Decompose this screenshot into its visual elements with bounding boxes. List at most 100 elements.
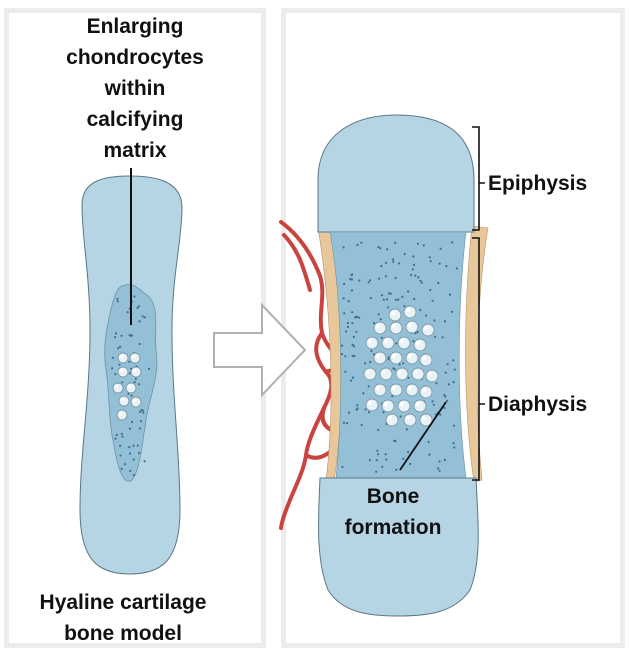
chondrocyte-cell	[382, 400, 394, 412]
matrix-dot	[144, 316, 146, 318]
matrix-dot	[352, 344, 354, 346]
matrix-dot	[453, 425, 455, 427]
matrix-dot	[131, 421, 133, 423]
matrix-dot	[410, 274, 412, 276]
cell-highlight	[416, 402, 420, 406]
chondrocyte-cell	[113, 383, 123, 393]
chondrocyte-cell	[414, 339, 426, 351]
chondrocyte-cell	[131, 397, 141, 407]
chondrocyte-cell	[390, 384, 402, 396]
matrix-dot	[343, 283, 345, 285]
matrix-dot	[395, 342, 397, 344]
bone-formation-label: Bone formation	[318, 481, 468, 543]
matrix-dot	[139, 343, 141, 345]
cell-highlight	[392, 386, 396, 390]
matrix-dot	[124, 463, 126, 465]
chondrocyte-cell	[390, 322, 402, 334]
matrix-dot	[127, 311, 129, 313]
matrix-dot	[409, 463, 411, 465]
matrix-dot	[434, 336, 436, 338]
matrix-dot	[119, 346, 121, 348]
matrix-dot	[131, 395, 133, 397]
matrix-dot	[140, 420, 142, 422]
matrix-dot	[133, 295, 135, 297]
matrix-dot	[133, 474, 135, 476]
cell-highlight	[398, 370, 402, 374]
matrix-dot	[421, 282, 423, 284]
matrix-dot	[454, 369, 456, 371]
matrix-dot	[386, 298, 388, 300]
cell-highlight	[132, 355, 136, 359]
matrix-dot	[114, 438, 116, 440]
matrix-dot	[129, 452, 131, 454]
matrix-dot	[341, 345, 343, 347]
matrix-dot	[412, 268, 414, 270]
label-line: chondrocytes	[40, 42, 230, 73]
matrix-dot	[380, 265, 382, 267]
matrix-dot	[139, 427, 141, 429]
matrix-dot	[115, 332, 117, 334]
matrix-dot	[375, 471, 377, 473]
matrix-dot	[377, 429, 379, 431]
matrix-dot	[395, 277, 397, 279]
matrix-dot	[446, 400, 448, 402]
matrix-dot	[344, 371, 346, 373]
matrix-dot	[369, 279, 371, 281]
matrix-dot	[114, 336, 116, 338]
chondrocyte-cell	[130, 353, 140, 363]
cell-highlight	[128, 385, 132, 389]
matrix-dot	[347, 322, 349, 324]
matrix-dot	[373, 322, 375, 324]
matrix-dot	[435, 382, 437, 384]
matrix-dot	[385, 262, 387, 264]
matrix-dot	[352, 355, 354, 357]
cell-highlight	[422, 416, 426, 420]
cell-highlight	[376, 324, 380, 328]
matrix-dot	[439, 470, 441, 472]
matrix-dot	[356, 244, 358, 246]
matrix-dot	[134, 381, 136, 383]
cell-highlight	[408, 323, 412, 327]
matrix-dot	[406, 428, 408, 430]
matrix-dot	[429, 289, 431, 291]
chondrocyte-cell	[126, 383, 136, 393]
matrix-dot	[382, 411, 384, 413]
cell-highlight	[376, 354, 380, 358]
matrix-dot	[142, 412, 144, 414]
chondrocyte-cell	[396, 368, 408, 380]
matrix-dot	[358, 279, 360, 281]
matrix-dot	[437, 282, 439, 284]
enlarging-chondrocytes-label: Enlarging chondrocytes within calcifying…	[40, 11, 230, 166]
matrix-dot	[351, 322, 353, 324]
matrix-dot	[428, 441, 430, 443]
chondrocyte-cell	[422, 324, 434, 336]
matrix-dot	[351, 311, 353, 313]
cell-highlight	[400, 339, 404, 343]
matrix-dot	[425, 315, 427, 317]
matrix-dot	[394, 242, 396, 244]
matrix-dot	[111, 367, 113, 369]
cell-highlight	[388, 416, 392, 420]
label-line: Enlarging	[40, 11, 230, 42]
chondrocyte-cell	[406, 352, 418, 364]
matrix-dot	[116, 434, 118, 436]
matrix-dot	[381, 337, 383, 339]
label-line: bone model	[8, 618, 238, 649]
matrix-dot	[392, 367, 394, 369]
chondrocyte-cell	[374, 322, 386, 334]
chondrocyte-cell	[382, 337, 394, 349]
matrix-dot	[343, 297, 345, 299]
cell-highlight	[416, 341, 420, 345]
matrix-dot	[133, 445, 135, 447]
matrix-dot	[144, 460, 146, 462]
matrix-dot	[456, 267, 458, 269]
label-line: formation	[318, 512, 468, 543]
matrix-dot	[140, 409, 142, 411]
chondrocyte-cell	[398, 337, 410, 349]
matrix-dot	[344, 355, 346, 357]
label-line: matrix	[40, 135, 230, 166]
matrix-dot	[119, 445, 121, 447]
matrix-dot	[385, 459, 387, 461]
matrix-dot	[117, 300, 119, 302]
matrix-dot	[343, 422, 345, 424]
